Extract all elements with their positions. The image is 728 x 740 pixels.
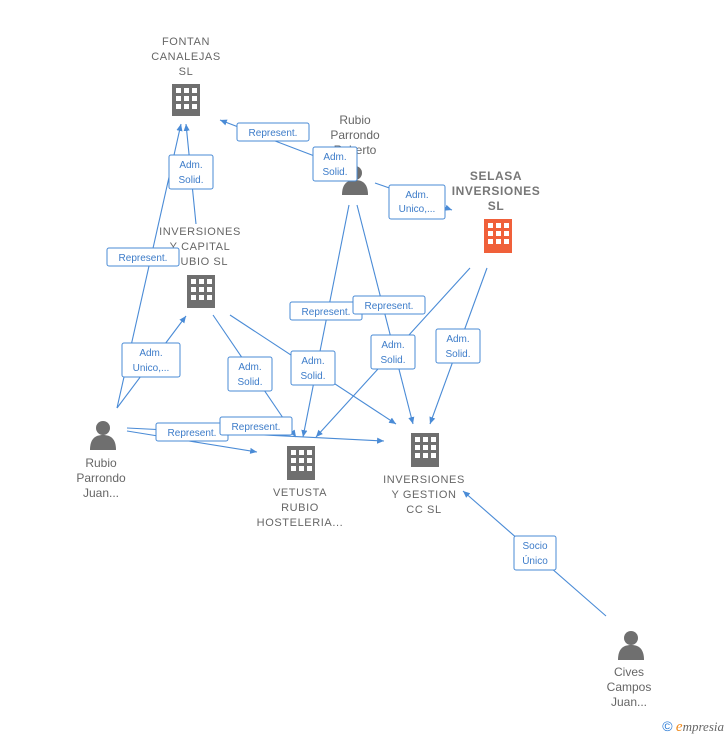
node-label-line: SL <box>179 66 194 78</box>
edge-label-represent[interactable]: Represent. <box>219 416 293 436</box>
node-selasa-inversiones[interactable]: SELASA INVERSIONES SL <box>452 169 541 253</box>
node-inversiones-capital[interactable]: INVERSIONES Y CAPITAL RUBIO SL <box>159 226 241 308</box>
edge-label-text: Adm. <box>405 190 428 201</box>
copyright-symbol: © <box>662 718 673 734</box>
node-fontan-canalejas[interactable]: FONTAN CANALEJAS SL <box>151 36 221 116</box>
node-vetusta-rubio[interactable]: VETUSTA RUBIO HOSTELERIA... <box>257 446 344 529</box>
node-label-line: Rubio <box>339 113 371 127</box>
node-cives-campos-juan[interactable]: Cives Campos Juan... <box>607 631 652 709</box>
building-icon <box>287 446 315 480</box>
edge-label-represent[interactable]: Represent. <box>155 422 229 442</box>
building-icon <box>172 84 200 116</box>
person-icon <box>90 421 116 450</box>
brand-logo-e: e <box>675 719 683 735</box>
edge-label-text: Adm. <box>446 334 469 345</box>
node-label-line: RUBIO <box>281 502 319 514</box>
edge-roberto-vetusta <box>301 204 350 438</box>
brand-logo-text: mpresia <box>682 719 724 734</box>
edge-label-text: Adm. <box>179 160 202 171</box>
edge-label-text: Único <box>522 554 548 567</box>
edge-label-adm-unico[interactable]: Adm. Unico,... <box>121 342 181 378</box>
edge-label-represent[interactable]: Represent. <box>106 247 180 267</box>
edge-label-text: Adm. <box>139 348 162 359</box>
edge-label-adm-solid[interactable]: Adm. Solid. <box>312 146 358 182</box>
edge-label-text: Represent. <box>232 422 281 433</box>
edge-label-text: Solid. <box>380 355 405 366</box>
edge-label-text: Unico,... <box>399 204 436 215</box>
edge-label-text: Represent. <box>168 428 217 439</box>
edge-label-represent[interactable]: Represent. <box>352 295 426 315</box>
edge-label-text: Represent. <box>302 307 351 318</box>
building-icon <box>484 219 512 253</box>
edge-label-adm-solid[interactable]: Adm. Solid. <box>168 154 214 190</box>
node-label-line: Y CAPITAL <box>170 241 231 253</box>
node-label-line: INVERSIONES <box>452 184 541 198</box>
edge-label-represent[interactable]: Represent. <box>236 122 310 142</box>
node-inversiones-gestion[interactable]: INVERSIONES Y GESTION CC SL <box>383 433 465 516</box>
node-label-line: Y GESTION <box>391 489 456 501</box>
edge-labels: Represent. Adm. Solid. Adm. Unico,... Ad… <box>106 122 557 571</box>
node-label-line: INVERSIONES <box>383 474 465 486</box>
building-icon <box>187 275 215 308</box>
edge-label-text: Solid. <box>445 349 470 360</box>
node-label-line: HOSTELERIA... <box>257 517 344 529</box>
edge-label-text: Solid. <box>237 377 262 388</box>
node-label-line: CC SL <box>406 504 441 516</box>
edge-label-socio-unico[interactable]: Socio Único <box>513 535 557 571</box>
edge-label-adm-solid[interactable]: Adm. Solid. <box>227 356 273 392</box>
node-label-line: Parrondo <box>330 128 380 142</box>
edge-label-text: Represent. <box>249 128 298 139</box>
edge-label-adm-solid[interactable]: Adm. Solid. <box>370 334 416 370</box>
person-icon <box>618 631 644 660</box>
edge-label-text: Solid. <box>178 175 203 186</box>
node-label-line: RUBIO SL <box>172 256 228 268</box>
node-rubio-parrondo-roberto[interactable]: Rubio Parrondo Roberto <box>330 113 380 195</box>
edge-label-text: Adm. <box>381 340 404 351</box>
edge-label-text: Solid. <box>322 167 347 178</box>
node-label-line: SL <box>488 199 505 213</box>
edge-label-text: Represent. <box>365 301 414 312</box>
node-label-line: Juan... <box>611 695 647 709</box>
building-icon <box>411 433 439 467</box>
edge-label-adm-solid[interactable]: Adm. Solid. <box>435 328 481 364</box>
edge-label-text: Adm. <box>238 362 261 373</box>
node-label-line: CANALEJAS <box>151 51 221 63</box>
node-label-line: Parrondo <box>76 471 126 485</box>
node-label-line: INVERSIONES <box>159 226 241 238</box>
node-label-line: Juan... <box>83 486 119 500</box>
edge-label-text: Unico,... <box>133 363 170 374</box>
node-label-line: VETUSTA <box>273 487 327 499</box>
node-label-line: FONTAN <box>162 36 210 48</box>
copyright-footer: © empresia <box>662 718 724 736</box>
edge-label-adm-unico[interactable]: Adm. Unico,... <box>388 184 446 220</box>
edge-label-text: Adm. <box>323 152 346 163</box>
node-label-line: Rubio <box>85 456 117 470</box>
edge-label-text: Solid. <box>300 371 325 382</box>
edge-label-represent[interactable]: Represent. <box>289 301 363 321</box>
node-label-line: Campos <box>607 680 652 694</box>
edge-label-text: Represent. <box>119 253 168 264</box>
node-label-line: SELASA <box>470 169 522 183</box>
edge-label-text: Socio <box>522 541 547 552</box>
node-label-line: Cives <box>614 665 644 679</box>
edge-label-adm-solid[interactable]: Adm. Solid. <box>290 350 336 386</box>
edge-label-text: Adm. <box>301 356 324 367</box>
node-rubio-parrondo-juan[interactable]: Rubio Parrondo Juan... <box>76 421 126 500</box>
